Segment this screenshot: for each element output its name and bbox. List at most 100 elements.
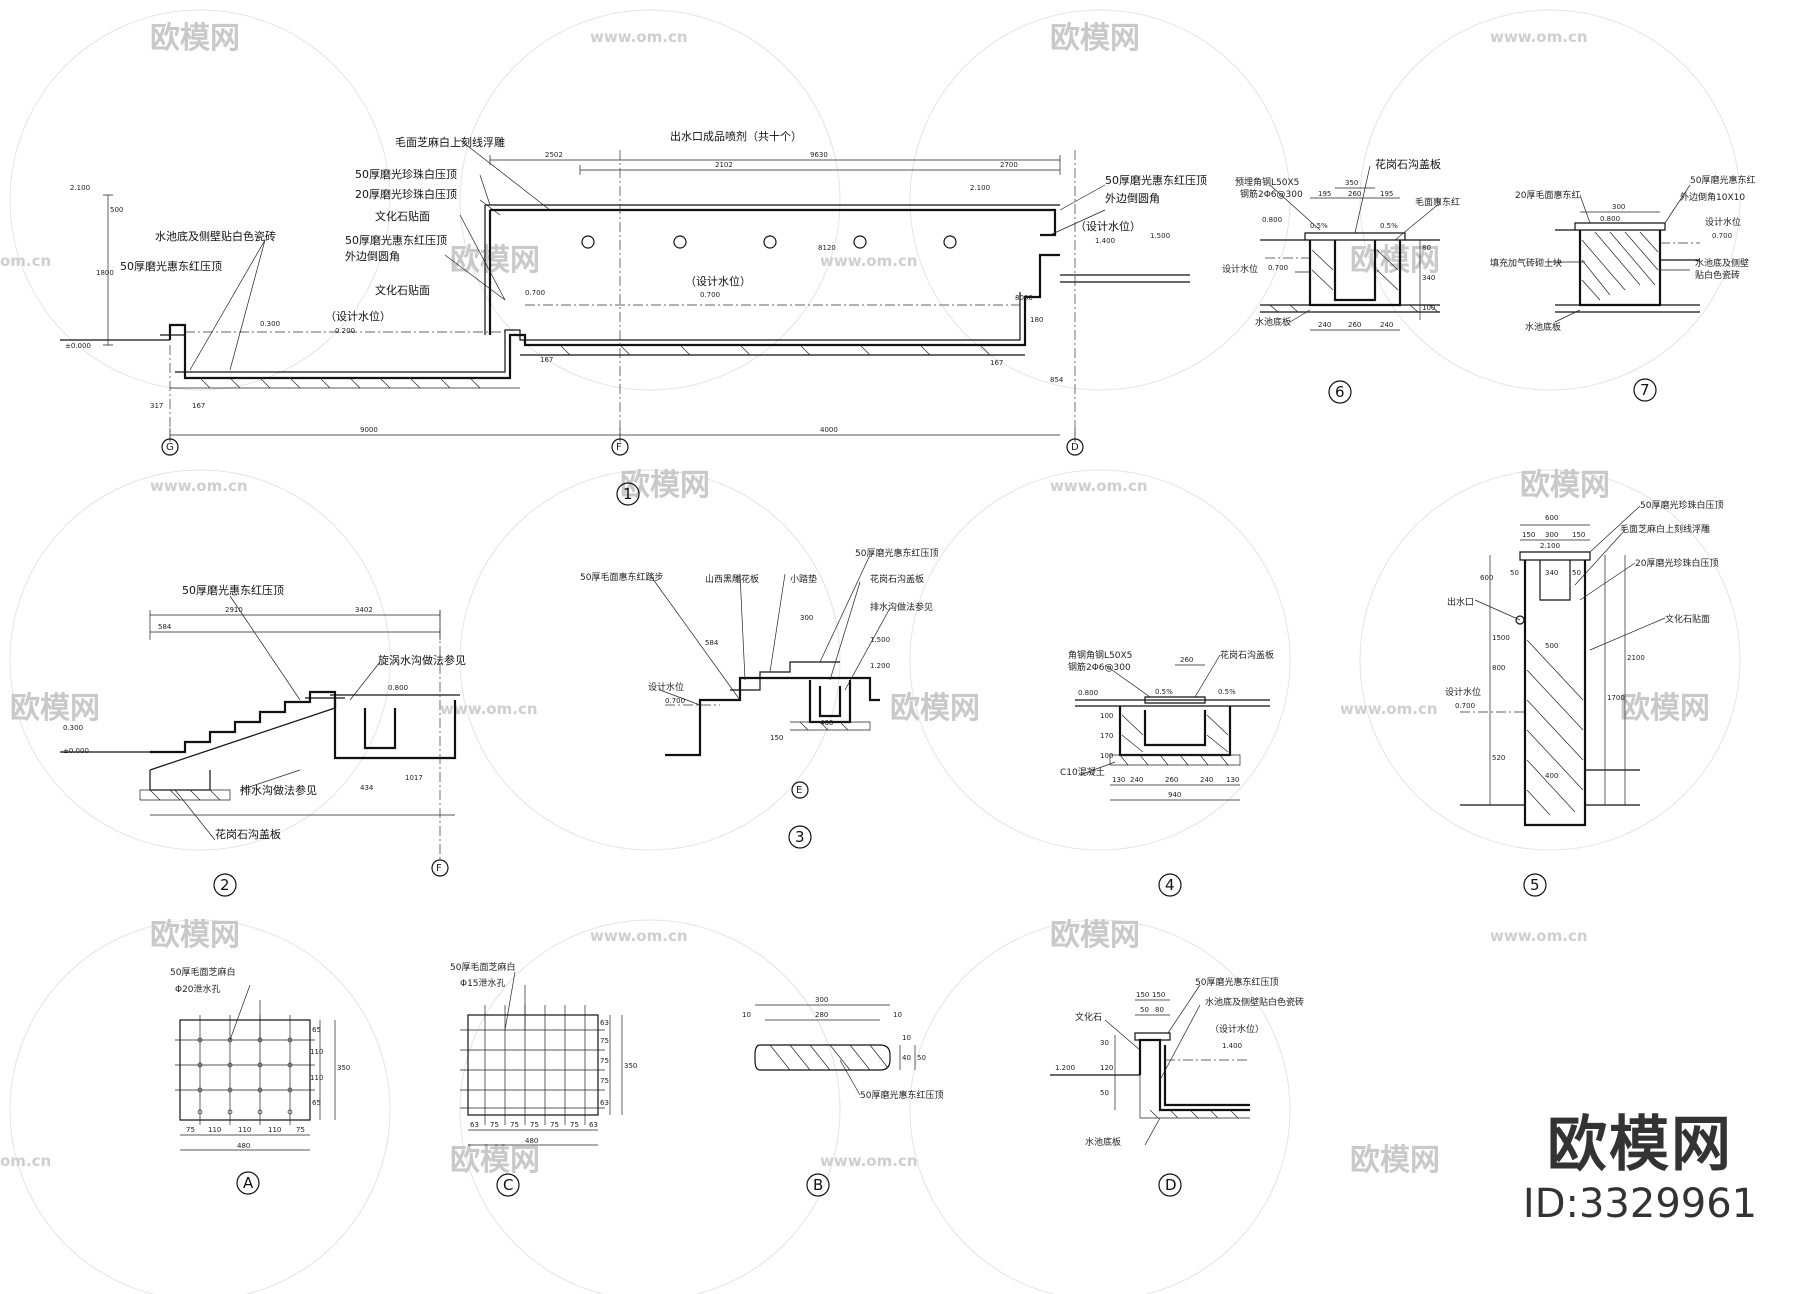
d5-dim: 2100 (1627, 654, 1645, 662)
dC-slab (467, 1014, 599, 1116)
d2-dim: 584 (158, 623, 172, 631)
axis-bubble-f: F (611, 438, 629, 456)
dD-wall (1138, 1038, 1250, 1112)
d6-label-rough: 毛面惠东红 (1415, 196, 1460, 208)
watermark-url: www.om.cn (820, 252, 918, 270)
d5-label-coping: 50厚磨光珍珠白压顶 (1640, 499, 1723, 511)
watermark-layer: 欧模网 欧模网 欧模网 欧模网 欧模网 欧模网 欧模网 欧模网 欧模网 欧模网 … (0, 9, 1741, 1294)
back-wall (488, 208, 1057, 335)
d2-dim: 434 (360, 784, 374, 792)
brand-title: 欧模网 (1547, 1110, 1733, 1180)
d2-level: 0.300 (63, 724, 83, 732)
d6-cover (1304, 232, 1406, 241)
detail-bubble-a: A (236, 1171, 260, 1195)
dim-text: 2102 (715, 161, 733, 169)
dC-dim: 75 (530, 1121, 539, 1129)
d2-stair-slab (149, 707, 336, 791)
d5-dim: 150 (1572, 531, 1585, 539)
watermark-text: 欧模网 (150, 918, 240, 953)
level-mark: 1.400 (1095, 237, 1115, 245)
d6-dim: 100 (1422, 304, 1435, 312)
d4-label-cover: 花岗石沟盖板 (1220, 649, 1274, 661)
dA-holes (197, 1037, 293, 1115)
d5-dim: 150 (1522, 531, 1535, 539)
dim-text: 9630 (810, 151, 828, 159)
d6-label-water: 设计水位 (1222, 263, 1258, 275)
label-water-level-mid: （设计水位） (685, 274, 751, 288)
dC-dim: 75 (600, 1077, 609, 1085)
watermark-url: www.om.cn (590, 927, 688, 945)
d4-level: 0.800 (1078, 689, 1098, 697)
detail-bubble-7: 7 (1633, 378, 1657, 402)
d7-leaders (1545, 184, 1691, 323)
watermark-text: 欧模网 (890, 691, 980, 726)
label-round-edge-right: 外边倒圆角 (1105, 192, 1160, 205)
spout-outlets (581, 235, 957, 249)
dim-text: 8000 (1015, 294, 1033, 302)
dim-text: 167 (540, 356, 553, 364)
d4-dim: 260 (1165, 776, 1178, 784)
d7-dim: 300 (1612, 203, 1625, 211)
d7-coping (1574, 222, 1666, 231)
d3-dim: 150 (770, 734, 783, 742)
d5-dim: 400 (1545, 772, 1558, 780)
d3-step-outline (665, 676, 880, 757)
watermark-text: 欧模网 (620, 468, 710, 503)
d4-label-concrete: C10混凝土 (1060, 766, 1105, 778)
detail-bubble-5: 5 (1523, 873, 1547, 897)
d5-dim: 340 (1545, 569, 1558, 577)
d4-dim: 130 (1226, 776, 1239, 784)
pool-base-hatch (170, 377, 520, 389)
dA-dim: 110 (208, 1126, 221, 1134)
dC-label-hole: Φ15泄水孔 (460, 977, 506, 989)
detail-1-pool-section: 毛面芝麻白上刻线浮雕 出水口成品喷剂（共十个） 50厚磨光珍珠白压顶 20厚磨光… (60, 129, 1207, 506)
d4-dim: 100 (1100, 712, 1113, 720)
d3-label-water: 设计水位 (648, 681, 684, 693)
svg-text:D: D (1071, 442, 1079, 453)
back-wall-coping (484, 204, 1060, 335)
d5-dim: 300 (1545, 531, 1558, 539)
dD-label-water: （设计水位） (1210, 1023, 1264, 1035)
brand-block: 欧模网 ID:3329961 (1500, 1110, 1780, 1228)
watermark-url: om.cn (0, 1152, 51, 1170)
detail-bubble-3: 3 (788, 825, 812, 849)
dim-text: 317 (150, 402, 163, 410)
dC-dim: 63 (600, 1019, 609, 1027)
watermark-text: 欧模网 (1350, 1143, 1440, 1178)
d6-dim: 350 (1345, 179, 1358, 187)
detail-d-pool-edge: 50厚磨光惠东红压顶 文化石 水池底及侧壁贴白色瓷砖 （设计水位） 水池底板 1… (1050, 976, 1304, 1197)
dC-dim: 75 (490, 1121, 499, 1129)
d3-leaders (649, 554, 891, 706)
dA-dim-lines (180, 1020, 336, 1151)
d2-dim: 2910 (225, 606, 243, 614)
dB-label: 50厚磨光惠东红压顶 (860, 1089, 943, 1101)
watermark-text: 欧模网 (450, 243, 540, 278)
d7-label-tile: 贴白色瓷砖 (1695, 269, 1740, 281)
d2-label-swirl: 旋涡水沟做法参见 (378, 653, 466, 667)
detail-bubble-2: 2 (213, 873, 237, 897)
label-coping-pearl-20: 20厚磨光珍珠白压顶 (355, 187, 457, 201)
axis-bubble-f2: F (431, 859, 449, 877)
d6-label-rebar: 钢筋2Φ6@300 (1240, 188, 1303, 200)
d2-dim-lines (149, 610, 455, 816)
label-water-level-left: （设计水位） (325, 309, 391, 323)
dim-text: 167 (990, 359, 1003, 367)
dB-dim: 10 (893, 1011, 902, 1019)
d3-label-cover: 花岗石沟盖板 (870, 573, 924, 585)
dim-text: 9000 (360, 426, 378, 434)
d2-channel (333, 700, 457, 760)
d6-dim: 260 (1348, 190, 1361, 198)
leader-lines (189, 139, 1106, 371)
d4-dim: 240 (1130, 776, 1143, 784)
d5-level: 0.700 (1455, 702, 1475, 710)
d6-dim: 240 (1318, 321, 1331, 329)
dC-dim: 63 (470, 1121, 479, 1129)
axis-bubble-e: E (791, 781, 809, 799)
d5-dim: 50 (1510, 569, 1519, 577)
dC-dim: 75 (550, 1121, 559, 1129)
d2-label-cover: 花岗石沟盖板 (215, 827, 281, 841)
dD-coping (1134, 1032, 1171, 1041)
d6-label-cover: 花岗石沟盖板 (1375, 157, 1441, 171)
dim-text: 500 (110, 206, 123, 214)
